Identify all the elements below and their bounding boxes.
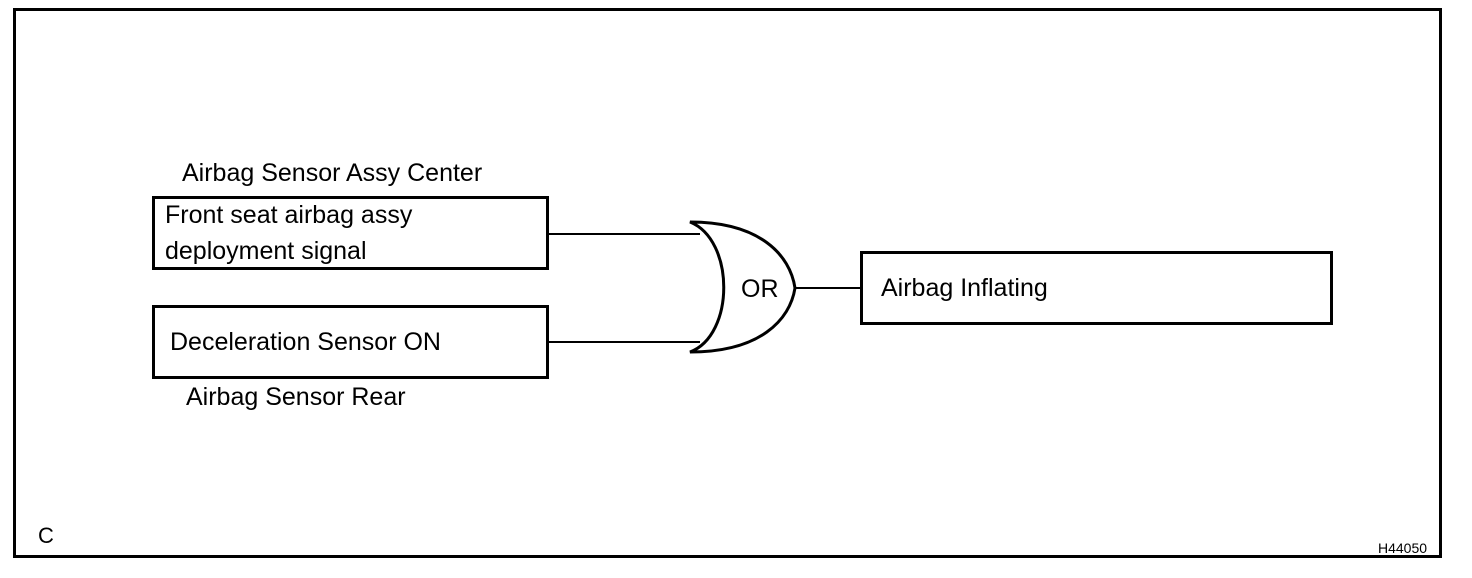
sensor-assy-center-label: Airbag Sensor Assy Center [182, 159, 483, 187]
deceleration-sensor-text: Deceleration Sensor ON [170, 328, 441, 356]
figure-id: H44050 [1378, 540, 1428, 556]
corner-letter: C [38, 523, 54, 548]
airbag-inflating-box [860, 251, 1333, 325]
front-seat-signal-line-1: Front seat airbag assy [165, 201, 413, 229]
deceleration-sensor-box [152, 305, 549, 379]
diagram-frame [13, 8, 1442, 558]
airbag-inflating-text: Airbag Inflating [881, 274, 1048, 302]
front-seat-signal-line-2: deployment signal [165, 237, 367, 265]
front-seat-signal-box [152, 196, 549, 270]
sensor-rear-label: Airbag Sensor Rear [186, 383, 406, 411]
or-gate-symbol [689, 220, 797, 354]
or-gate-label: OR [741, 275, 779, 303]
